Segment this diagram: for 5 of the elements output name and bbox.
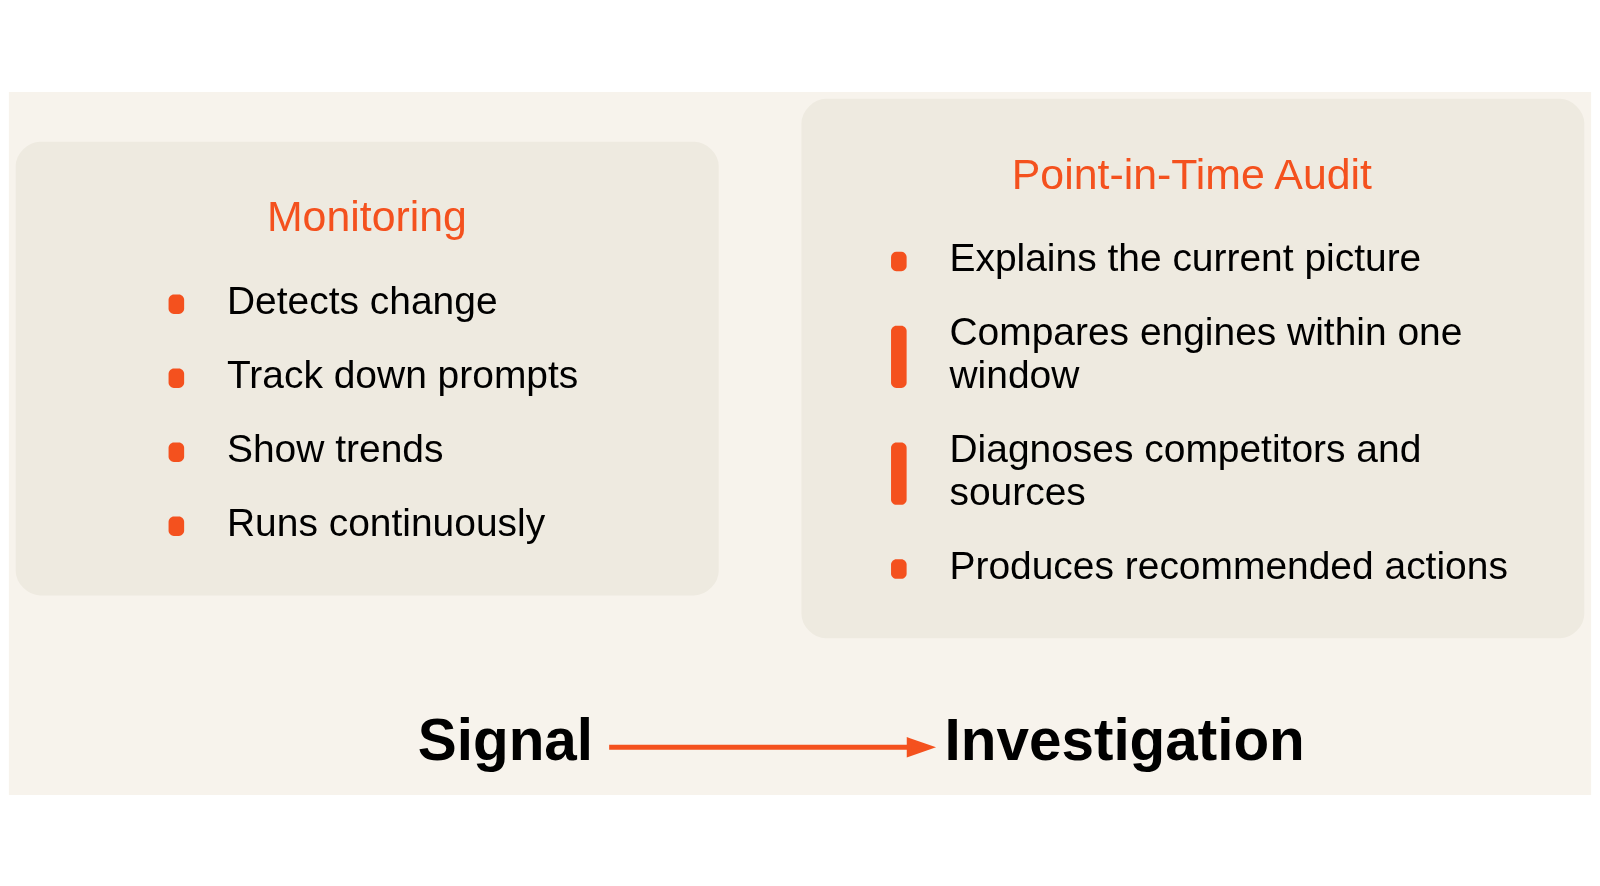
node-box: Monitoring Detects change Track down prompts Show trends Runs continuously <box>15 141 719 595</box>
arrow <box>609 736 937 758</box>
node-text: Investigation <box>944 706 1305 772</box>
node-text: Signal <box>417 706 594 772</box>
node-box: Point-in-Time Audit Explains the current picture Compares engines within one window Diagnoses competitors and sources Produces recommended actions <box>801 98 1585 638</box>
